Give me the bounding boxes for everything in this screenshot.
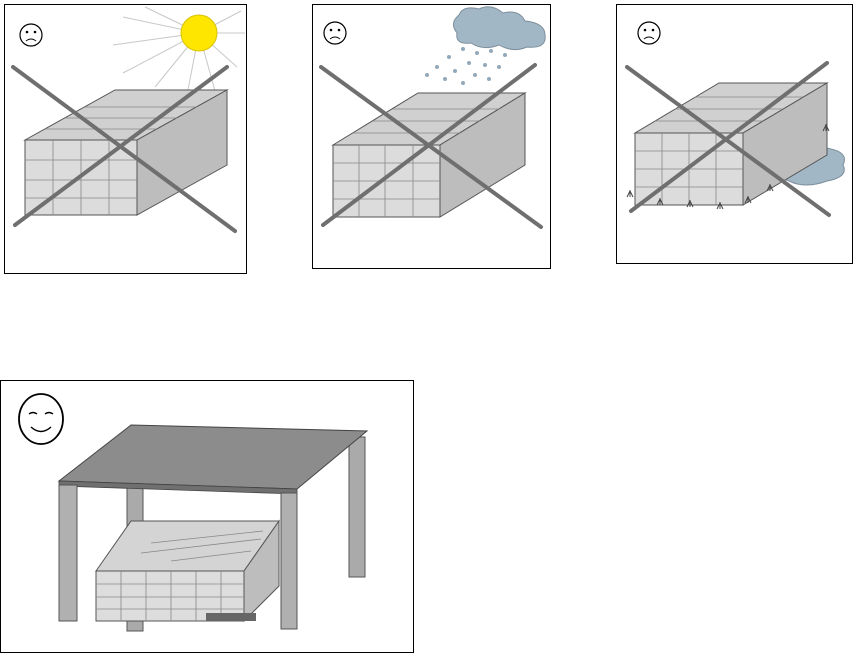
sad-face-icon — [638, 22, 660, 44]
ground-contact-illustration — [617, 5, 853, 264]
panel-rain-exposure — [312, 4, 551, 269]
happy-face-icon — [19, 394, 63, 444]
panel-covered-storage — [0, 380, 414, 653]
rain-exposure-illustration — [313, 5, 551, 269]
sun-icon — [113, 7, 245, 95]
sad-face-icon — [324, 22, 346, 44]
sad-face-icon — [20, 24, 42, 46]
panel-ground-contact — [616, 4, 853, 264]
covered-storage-illustration — [1, 381, 414, 653]
sun-exposure-illustration — [5, 5, 247, 274]
lumber-stack — [333, 93, 525, 217]
panel-sun-exposure — [4, 4, 247, 274]
lumber-stack — [96, 521, 279, 621]
